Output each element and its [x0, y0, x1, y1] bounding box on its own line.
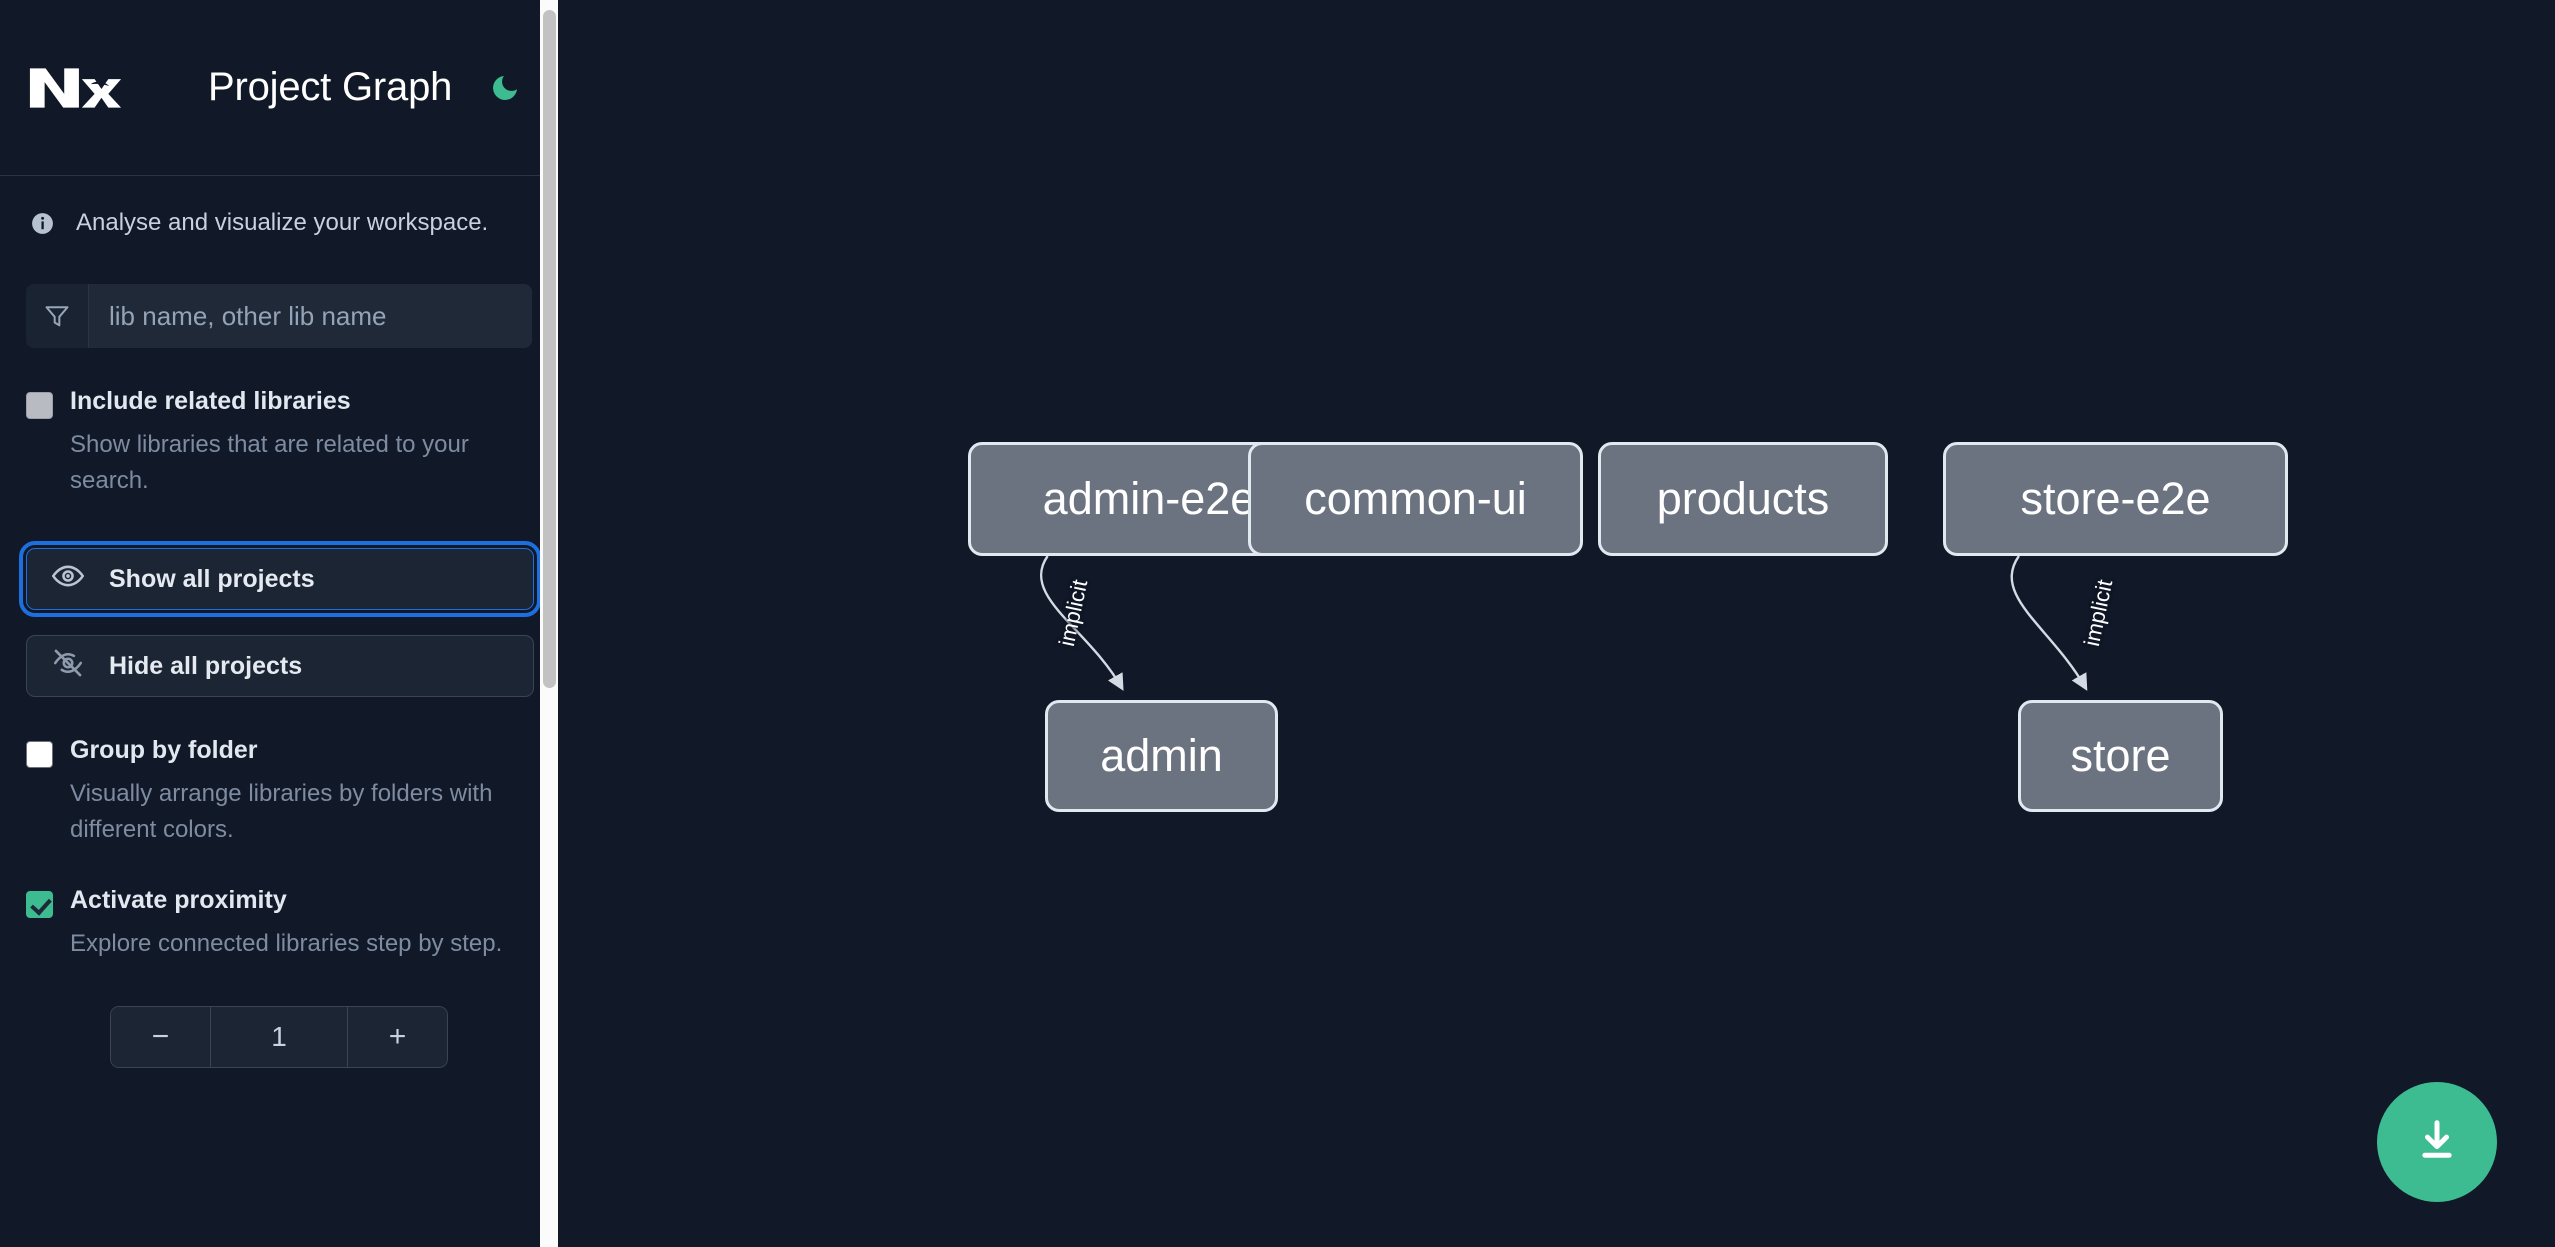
proximity-increment-button[interactable]: + [347, 1006, 447, 1067]
group-by-folder-help: Visually arrange libraries by folders wi… [70, 780, 493, 843]
nx-logo-icon [26, 62, 124, 114]
brand-header: Project Graph [0, 0, 558, 175]
group-by-folder-checkbox[interactable] [26, 741, 53, 769]
sidebar-scrollbar[interactable] [540, 0, 558, 1247]
activate-proximity-help: Explore connected libraries step by step… [70, 930, 503, 958]
sidebar-content: Project Graph Analyse and visualize y [0, 0, 558, 1068]
filter-bar [26, 284, 532, 348]
page-title: Project Graph [208, 65, 453, 109]
graph-edges-layer [1039, 555, 2088, 691]
graph-edge-label-store-e2e-to-store: implicit [2078, 577, 2118, 649]
search-input[interactable] [89, 284, 532, 348]
show-all-projects-label: Show all projects [109, 564, 315, 593]
sidebar: Project Graph Analyse and visualize y [0, 0, 558, 1247]
moon-icon[interactable] [488, 71, 522, 105]
activate-proximity-checkbox[interactable] [26, 891, 53, 919]
hide-all-projects-label: Hide all projects [109, 651, 303, 680]
graph-node-store-e2e[interactable]: store-e2e [1943, 442, 2288, 556]
workspace-description: Analyse and visualize your workspace. [76, 209, 489, 236]
graph-edge-store-e2e-to-store [2010, 555, 2088, 691]
option-group-by-folder[interactable]: Group by folder Visually arrange librari… [26, 735, 532, 847]
proximity-decrement-button[interactable]: − [111, 1006, 211, 1067]
graph-node-products[interactable]: products [1598, 442, 1888, 556]
graph-node-common-ui[interactable]: common-ui [1248, 442, 1583, 556]
graph-node-store[interactable]: store [2018, 700, 2223, 812]
graph-node-admin[interactable]: admin [1045, 700, 1278, 812]
hide-all-projects-button[interactable]: Hide all projects [26, 635, 534, 698]
download-icon [2411, 1115, 2463, 1170]
group-by-folder-label: Group by folder [70, 736, 258, 765]
include-related-libraries-checkbox[interactable] [26, 392, 53, 419]
funnel-icon [26, 284, 89, 348]
show-all-projects-button[interactable]: Show all projects [19, 541, 541, 618]
visibility-buttons: Show all projects Hide all projects [19, 541, 541, 698]
header-divider [0, 175, 558, 176]
option-activate-proximity[interactable]: Activate proximity Explore connected lib… [26, 885, 532, 962]
option-include-related-libraries[interactable]: Include related libraries Show libraries… [26, 386, 532, 498]
proximity-stepper: − 1 + [110, 1005, 448, 1068]
workspace-description-row: Analyse and visualize your workspace. [0, 176, 558, 237]
info-icon [30, 211, 55, 236]
include-related-libraries-help: Show libraries that are related to your … [70, 431, 469, 494]
graph-edge-label-admin-e2e-to-admin: implicit [1053, 577, 1093, 649]
activate-proximity-label: Activate proximity [70, 886, 287, 915]
eye-icon [51, 559, 85, 600]
download-button[interactable] [2377, 1082, 2497, 1202]
eye-off-icon [51, 646, 85, 687]
proximity-value: 1 [211, 1006, 347, 1067]
include-related-libraries-label: Include related libraries [70, 387, 351, 415]
sidebar-scrollbar-thumb[interactable] [543, 10, 556, 688]
